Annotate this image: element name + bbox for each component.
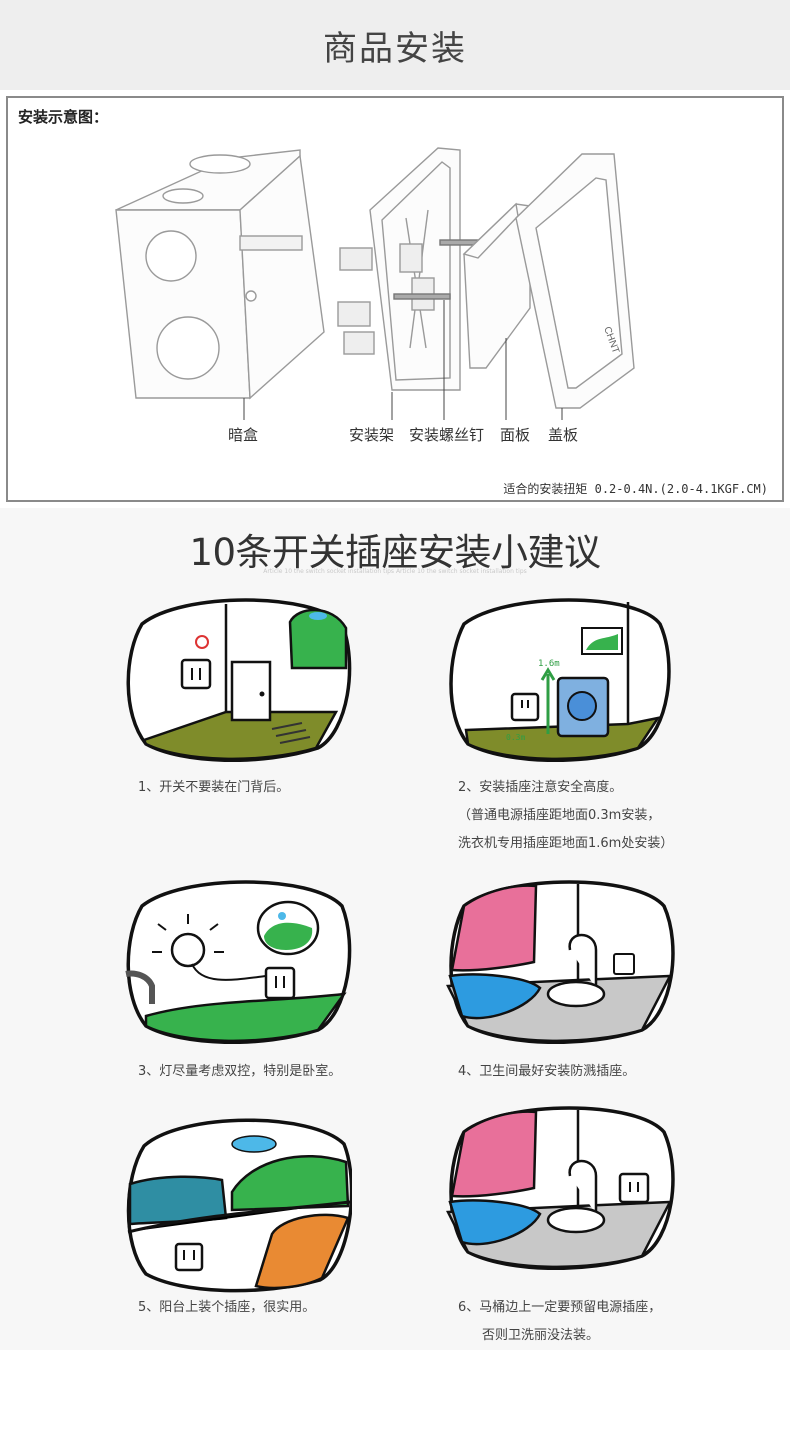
height-mark-0-3m: 0.3m [506, 733, 525, 742]
page-title: 商品安装 [323, 28, 467, 69]
label-face-panel: 面板 [500, 426, 531, 444]
label-cover-plate: 盖板 [548, 426, 579, 444]
tip-2-caption: 2、安装插座注意安全高度。 （普通电源插座距地面0.3m安装， 洗衣机专用插座距… [458, 780, 674, 851]
page-bottom-spacer [0, 1350, 790, 1450]
tips-title: 10条开关插座安装小建议 [189, 531, 601, 574]
tip-2-illustration: 1.6m 0.3m [449, 598, 671, 762]
tip-4-illustration [446, 880, 675, 1044]
label-back-box: 暗盒 [228, 426, 259, 444]
tip-1-caption: 1、开关不要装在门背后。 [138, 780, 290, 795]
tip-6-caption: 6、马桶边上一定要预留电源插座， 否则卫洗丽没法装。 [458, 1300, 662, 1343]
tip-5-caption: 5、阳台上装个插座，很实用。 [138, 1300, 316, 1315]
tip-6-illustration [446, 1106, 675, 1270]
installation-diagram: 安装示意图： [6, 96, 784, 502]
tip-3-illustration [125, 880, 352, 1044]
screws-drawing [393, 239, 483, 300]
tip-4-caption: 4、卫生间最好安装防溅插座。 [458, 1064, 636, 1079]
tip-3-caption: 3、灯尽量考虑双控，特别是卧室。 [138, 1064, 342, 1079]
label-screw: 安装螺丝钉 [409, 426, 485, 444]
label-bracket: 安装架 [349, 426, 395, 444]
diagram-heading: 安装示意图： [18, 108, 109, 126]
tips-section: 10条开关插座安装小建议 Article 10 the switch socke… [0, 508, 790, 1350]
tips-subtitle: Article 10 the switch socket installatio… [263, 568, 527, 575]
torque-note: 适合的安装扭矩 0.2-0.4N.(2.0-4.1KGF.CM) [503, 482, 768, 496]
exploded-view-illustration: CHNT [115, 147, 635, 420]
tip-5-illustration [126, 1118, 352, 1293]
back-box-drawing [115, 149, 325, 400]
header-bar: 商品安装 [0, 0, 790, 90]
bracket-drawing [337, 147, 461, 391]
height-mark-1-6m: 1.6m [538, 659, 560, 669]
tip-1-illustration [126, 598, 352, 762]
face-panel-drawing [462, 202, 531, 369]
cover-plate-drawing [515, 153, 635, 409]
